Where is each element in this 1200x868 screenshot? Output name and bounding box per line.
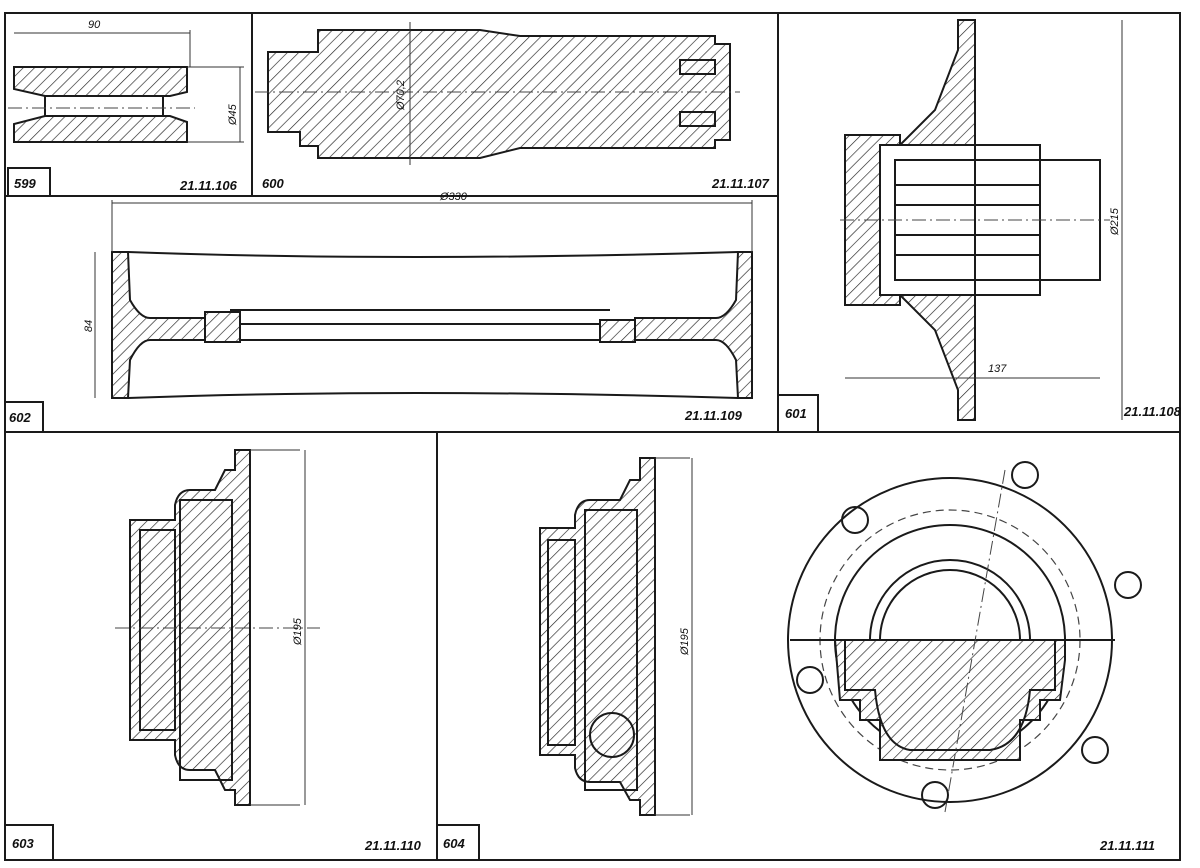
part-code: 21.11.107 [711,176,770,191]
dimension-diameter: Ø45 [227,103,239,126]
part-code: 21.11.109 [684,408,743,423]
dimension-width: 84 [83,320,95,332]
dimension-diameter: Ø195 [292,617,304,646]
dimension-diameter: Ø195 [679,627,691,656]
dimension-length: 137 [988,363,1007,375]
dimension-diameter: Ø215 [1109,207,1121,236]
part-code: 21.11.106 [179,178,238,193]
figure-number: 604 [443,836,465,851]
figure-number: 602 [9,410,31,425]
panel-603-cover: Ø195 603 21.11.110 [4,449,422,861]
panel-600-shaft: Ø70,2 600 21.11.107 [255,22,770,191]
part-code: 21.11.108 [1123,404,1182,419]
part-code: 21.11.111 [1099,838,1155,853]
part-code: 21.11.110 [364,838,422,853]
dimension-diameter: Ø330 [439,191,468,203]
panel-604-housing: Ø195 604 21.11.111 [436,457,1155,861]
panel-599-bushing: 90 Ø45 599 21.11.106 [7,19,244,197]
panel-601-hub: Ø215 137 601 21.11.108 [777,19,1182,433]
figure-number: 601 [785,406,807,421]
figure-number: 603 [12,836,34,851]
panel-602-wheel-section: Ø330 84 602 21.11.109 [4,191,753,433]
dimension-length: 90 [88,19,101,31]
sheet-frame [4,12,1181,861]
figure-number: 599 [14,176,36,191]
figure-number: 600 [262,176,284,191]
housing-end-view [787,461,1142,813]
dimension-diameter: Ø70,2 [395,80,407,111]
